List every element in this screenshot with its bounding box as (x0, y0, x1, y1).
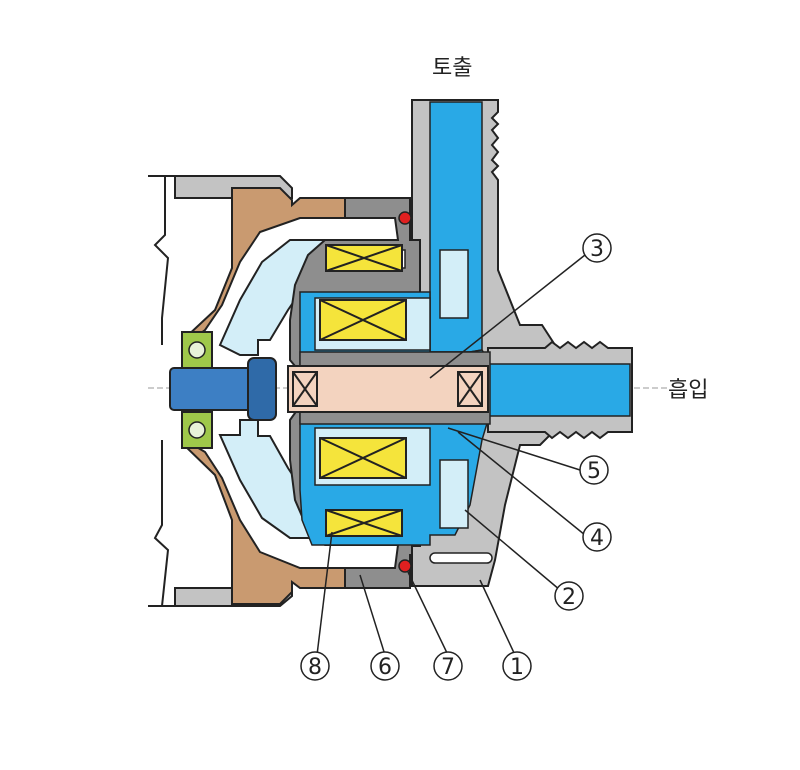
callout-1: 1 (502, 651, 532, 681)
driven-magnet-top (319, 299, 407, 341)
motor-shaft (169, 367, 259, 411)
svg-text:7: 7 (441, 655, 455, 680)
shaft-hub (247, 357, 277, 421)
driven-magnet-bottom (319, 437, 407, 479)
o-ring-bottom (398, 559, 412, 573)
drive-magnet-bottom (325, 509, 403, 537)
leader-lines (316, 254, 586, 656)
impeller-vane-bottom (439, 459, 469, 529)
svg-text:6: 6 (378, 655, 392, 680)
callout-2: 2 (554, 581, 584, 611)
suction-channel (487, 363, 631, 417)
ball-bearing-top (181, 331, 213, 369)
svg-text:1: 1 (510, 655, 524, 680)
drive-magnet-top (325, 244, 403, 272)
callout-8: 8 (300, 651, 330, 681)
o-ring-top (398, 211, 412, 225)
outlet-label: 토출 (432, 56, 473, 81)
callout-3: 3 (582, 233, 612, 263)
callout-7: 7 (433, 651, 463, 681)
bracket (184, 187, 346, 347)
svg-text:8: 8 (308, 655, 322, 680)
bracket-lower (184, 438, 346, 605)
shaft-bearing-left (292, 371, 318, 407)
inlet-label: 흡입 (668, 378, 709, 403)
ball-bearing-bottom (181, 411, 213, 449)
callout-4: 4 (582, 522, 612, 552)
svg-text:5: 5 (587, 459, 601, 484)
impeller-vane-top (439, 249, 469, 319)
callout-6: 6 (370, 651, 400, 681)
svg-text:2: 2 (562, 585, 576, 610)
shaft-bearing-right (457, 371, 483, 407)
casing-slot (429, 552, 493, 564)
callout-5: 5 (579, 455, 609, 485)
svg-text:4: 4 (590, 526, 604, 551)
svg-text:3: 3 (590, 237, 604, 262)
spindle (287, 365, 489, 413)
